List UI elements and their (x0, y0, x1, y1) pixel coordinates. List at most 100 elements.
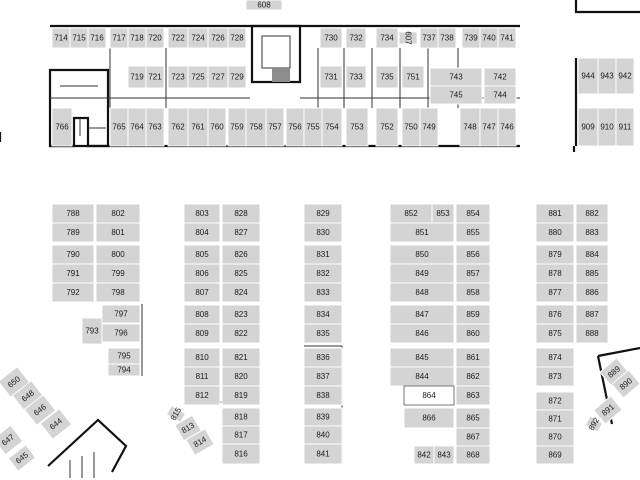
unit-865[interactable]: 865 (455, 407, 491, 429)
unit-725[interactable]: 725 (187, 65, 209, 89)
unit-765[interactable]: 765 (109, 107, 129, 147)
unit-box[interactable] (401, 107, 421, 147)
unit-box[interactable] (221, 244, 261, 265)
unit-752[interactable]: 752 (375, 107, 399, 147)
unit-box[interactable] (23, 394, 57, 426)
unit-box[interactable] (455, 347, 491, 368)
unit-856[interactable]: 856 (455, 244, 491, 265)
unit-942[interactable]: 942 (615, 57, 635, 95)
unit-735[interactable]: 735 (375, 65, 399, 89)
unit-833[interactable]: 833 (303, 282, 343, 303)
unit-791[interactable]: 791 (51, 263, 95, 284)
unit-box[interactable] (375, 27, 399, 49)
unit-box[interactable] (483, 85, 517, 105)
unit-box[interactable] (535, 323, 575, 344)
unit-727[interactable]: 727 (207, 65, 229, 89)
unit-box[interactable] (303, 443, 343, 465)
unit-box[interactable] (401, 65, 425, 89)
unit-box[interactable] (221, 347, 261, 368)
unit-857[interactable]: 857 (455, 263, 491, 284)
unit-box[interactable] (187, 107, 209, 147)
unit-804[interactable]: 804 (183, 222, 221, 243)
unit-box[interactable] (575, 244, 609, 265)
unit-868[interactable]: 868 (455, 445, 491, 465)
unit-box[interactable] (455, 385, 491, 406)
unit-762[interactable]: 762 (167, 107, 189, 147)
unit-box[interactable] (207, 65, 229, 89)
unit-870[interactable]: 870 (535, 427, 575, 447)
unit-740[interactable]: 740 (479, 27, 499, 49)
unit-box[interactable] (183, 222, 221, 243)
unit-846[interactable]: 846 (389, 323, 455, 344)
unit-box[interactable] (187, 65, 209, 89)
unit-795[interactable]: 795 (107, 347, 141, 365)
unit-box[interactable] (455, 366, 491, 387)
unit-box[interactable] (535, 244, 575, 265)
unit-box[interactable] (95, 244, 141, 265)
unit-861[interactable]: 861 (455, 347, 491, 368)
unit-742[interactable]: 742 (483, 67, 517, 87)
unit-box[interactable] (575, 222, 609, 243)
unit-744[interactable]: 744 (483, 85, 517, 105)
unit-821[interactable]: 821 (221, 347, 261, 368)
unit-748[interactable]: 748 (459, 107, 481, 147)
unit-box[interactable] (455, 263, 491, 284)
unit-box[interactable] (221, 407, 261, 427)
unit-608[interactable]: 608 (245, 0, 283, 11)
unit-797[interactable]: 797 (101, 304, 141, 324)
unit-827[interactable]: 827 (221, 222, 261, 243)
unit-853[interactable]: 853 (431, 203, 455, 224)
unit-box[interactable] (535, 409, 575, 429)
unit-box[interactable] (584, 415, 604, 433)
unit-box[interactable] (145, 107, 165, 147)
unit-758[interactable]: 758 (245, 107, 267, 147)
unit-818[interactable]: 818 (221, 407, 261, 427)
unit-825[interactable]: 825 (221, 263, 261, 284)
unit-810[interactable]: 810 (183, 347, 221, 368)
unit-745[interactable]: 745 (429, 85, 483, 105)
unit-box[interactable] (221, 323, 261, 344)
unit-box[interactable] (303, 244, 343, 265)
unit-box[interactable] (319, 27, 343, 49)
unit-806[interactable]: 806 (183, 263, 221, 284)
unit-876[interactable]: 876 (535, 304, 575, 325)
unit-719[interactable]: 719 (127, 65, 147, 89)
unit-839[interactable]: 839 (303, 407, 343, 427)
unit-box[interactable] (221, 385, 261, 406)
unit-759[interactable]: 759 (227, 107, 247, 147)
unit-803[interactable]: 803 (183, 203, 221, 224)
unit-830[interactable]: 830 (303, 222, 343, 243)
unit-box[interactable] (39, 408, 73, 440)
unit-box[interactable] (167, 27, 189, 49)
unit-box[interactable] (221, 443, 261, 465)
unit-753[interactable]: 753 (345, 107, 369, 147)
unit-box[interactable] (597, 57, 617, 95)
unit-box[interactable] (227, 65, 247, 89)
unit-box[interactable] (265, 107, 285, 147)
unit-843[interactable]: 843 (433, 445, 455, 465)
unit-box[interactable] (419, 107, 439, 147)
unit-738[interactable]: 738 (437, 27, 457, 49)
unit-840[interactable]: 840 (303, 425, 343, 445)
unit-809[interactable]: 809 (183, 323, 221, 344)
unit-828[interactable]: 828 (221, 203, 261, 224)
unit-box[interactable] (611, 369, 640, 399)
unit-944[interactable]: 944 (577, 57, 599, 95)
unit-box[interactable] (303, 425, 343, 445)
unit-807[interactable]: 807 (183, 282, 221, 303)
unit-box[interactable] (81, 317, 103, 345)
unit-741[interactable]: 741 (497, 27, 517, 49)
unit-750[interactable]: 750 (401, 107, 421, 147)
unit-box[interactable] (389, 323, 455, 344)
unit-box[interactable] (51, 244, 95, 265)
unit-box[interactable] (575, 203, 609, 224)
unit-880[interactable]: 880 (535, 222, 575, 243)
unit-box[interactable] (101, 304, 141, 324)
unit-box[interactable] (221, 304, 261, 325)
unit-box[interactable] (345, 27, 367, 49)
unit-761[interactable]: 761 (187, 107, 209, 147)
unit-box[interactable] (303, 107, 323, 147)
unit-box[interactable] (575, 263, 609, 284)
unit-box[interactable] (165, 405, 187, 423)
unit-884[interactable]: 884 (575, 244, 609, 265)
